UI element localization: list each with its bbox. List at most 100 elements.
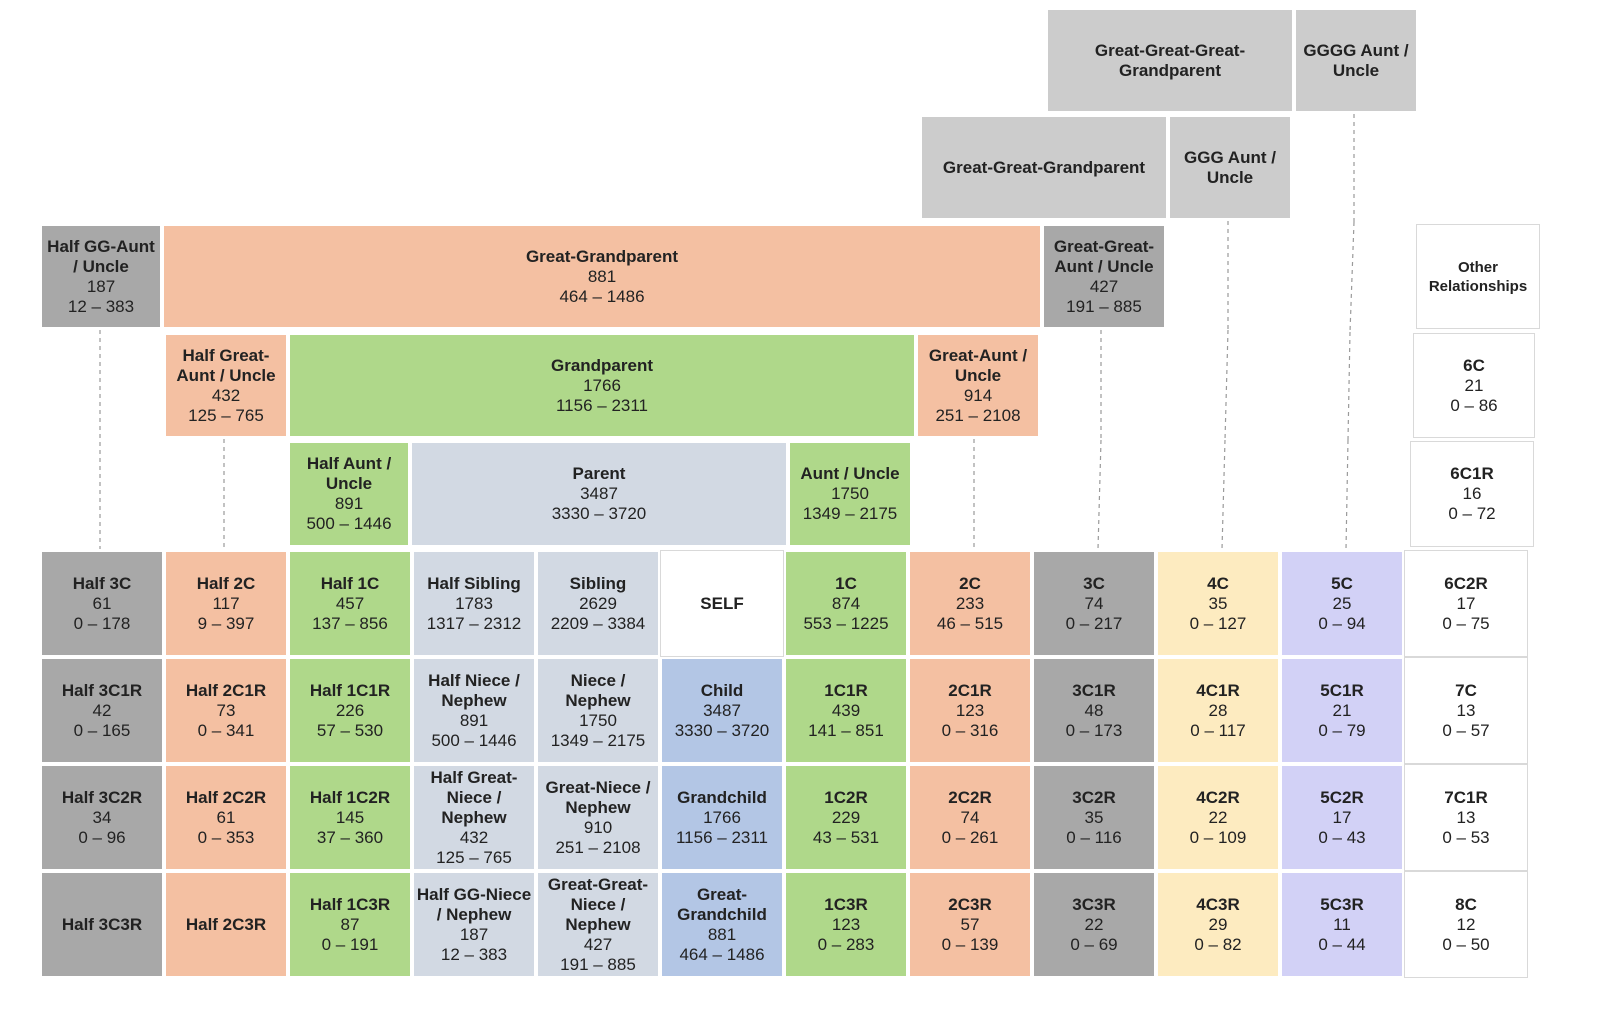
cell-cm: 187 bbox=[86, 276, 116, 296]
cell-range: 0 – 261 bbox=[941, 827, 999, 847]
cell-cm: 25 bbox=[1332, 593, 1352, 613]
cell-gggg-aunt-uncle[interactable]: GGGG Aunt / Uncle bbox=[1294, 8, 1418, 113]
cell-cm: 881 bbox=[707, 924, 737, 944]
cell-half-2c3r[interactable]: Half 2C3R bbox=[164, 871, 288, 978]
cell-great-great-grandparent[interactable]: Great-Great-Grandparent bbox=[920, 115, 1168, 220]
cell-cm: 123 bbox=[831, 914, 861, 934]
cell-name: 1C bbox=[835, 573, 857, 593]
cell-self[interactable]: SELF bbox=[660, 550, 784, 657]
cell-range: 2209 – 3384 bbox=[550, 613, 646, 633]
cell-name: Sibling bbox=[569, 573, 627, 593]
cell-range: 251 – 2108 bbox=[555, 837, 641, 857]
cell-cm: 457 bbox=[335, 593, 365, 613]
cell-great-great-great-grandparent[interactable]: Great-Great-Great- Grandparent bbox=[1046, 8, 1294, 113]
cell-name: Half Great- Aunt / Uncle bbox=[176, 345, 276, 385]
cell-name: 4C2R bbox=[1196, 787, 1240, 807]
cell-range: 0 – 173 bbox=[1065, 720, 1123, 740]
cell-name: 5C1R bbox=[1320, 680, 1364, 700]
cell-name: Half 2C3R bbox=[185, 914, 267, 934]
cell-ggg-aunt-uncle[interactable]: GGG Aunt / Uncle bbox=[1168, 115, 1292, 220]
cell-name: Half 1C bbox=[320, 573, 380, 593]
cell-other-relationships[interactable]: Other Relationships bbox=[1416, 224, 1540, 329]
cell-name: Aunt / Uncle bbox=[800, 464, 900, 483]
cell-cm: 432 bbox=[459, 827, 489, 847]
cell-name: 3C1R bbox=[1072, 680, 1116, 700]
cell-cm: 48 bbox=[1084, 700, 1104, 720]
cell-name: Half Sibling bbox=[427, 573, 521, 593]
cell-cm: 42 bbox=[92, 700, 112, 720]
cell-cm: 3487 bbox=[580, 484, 618, 503]
cell-half-3c3r[interactable]: Half 3C3R bbox=[40, 871, 164, 978]
cell-range: 0 – 94 bbox=[1318, 613, 1366, 633]
connector-line bbox=[1221, 439, 1226, 550]
cell-name: 1C3R bbox=[824, 894, 868, 914]
cell-range: 3330 – 3720 bbox=[674, 720, 770, 740]
cell-range: 0 – 316 bbox=[941, 720, 999, 740]
cell-cm: 28 bbox=[1208, 700, 1228, 720]
cell-cm: 34 bbox=[92, 807, 112, 827]
cell-cm: 17 bbox=[1332, 807, 1352, 827]
cell-range: 0 – 165 bbox=[73, 720, 131, 740]
cell-name: 5C bbox=[1331, 573, 1353, 593]
cell-name: Half GG-Niece / Nephew bbox=[416, 884, 532, 924]
connector-line bbox=[1349, 221, 1355, 333]
cell-cm: 187 bbox=[459, 924, 489, 944]
